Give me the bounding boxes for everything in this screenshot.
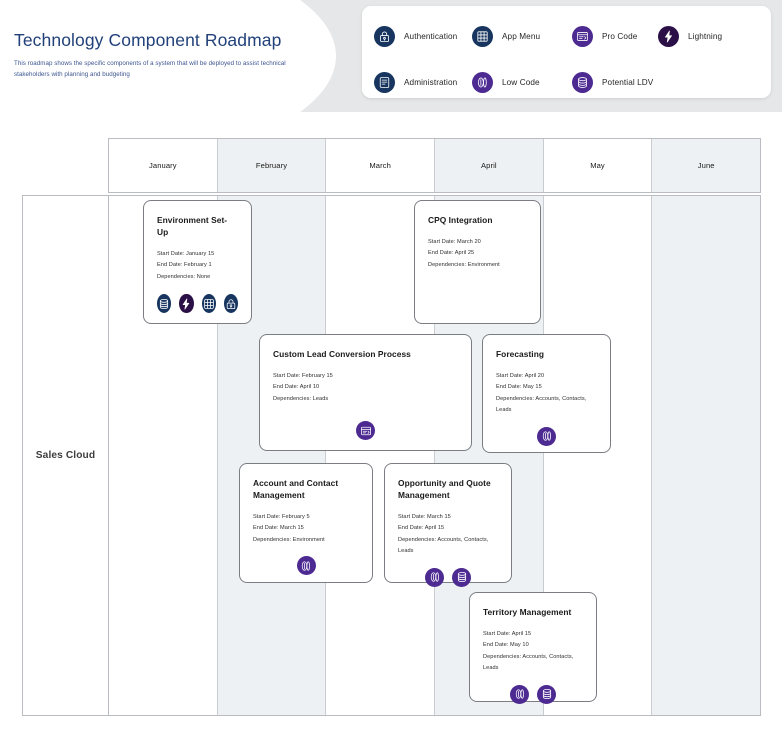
month-header-march: March: [326, 139, 436, 192]
card-dependencies: Dependencies: Environment: [428, 261, 500, 268]
grid-icon: [472, 26, 493, 47]
card-dependencies: Dependencies: Accounts, Contacts, Leads: [483, 653, 574, 672]
card-dependencies: Dependencies: Accounts, Contacts, Leads: [496, 395, 587, 414]
lowcode-icon: [425, 567, 444, 587]
card-title: Account and Contact Management: [253, 478, 339, 500]
card-icon-row: [157, 284, 238, 313]
card-start-date: Start Date: April 20: [496, 372, 545, 379]
month-header-june: June: [652, 139, 761, 192]
legend-item-potential-ldv: Potential LDV: [572, 72, 658, 93]
legend-label: Authentication: [404, 32, 458, 41]
card-end-date: End Date: May 15: [496, 384, 542, 391]
card-start-date: Start Date: January 15: [157, 250, 215, 257]
lane-column-june: [652, 196, 761, 715]
card-dependencies: Dependencies: Accounts, Contacts, Leads: [398, 536, 489, 555]
timeline-body: Sales Cloud: [22, 195, 761, 716]
card-icon-row: [273, 411, 458, 440]
card-title: Opportunity and Quote Management: [398, 478, 491, 500]
ldv-icon: [572, 72, 593, 93]
card-end-date: End Date: February 1: [157, 262, 212, 269]
lock-icon: [223, 294, 238, 313]
bolt-icon: [658, 26, 679, 47]
card-end-date: End Date: May 10: [483, 642, 529, 649]
card-title: Custom Lead Conversion Process: [273, 349, 411, 359]
card-icon-row: [496, 417, 597, 446]
card-dependencies: Dependencies: None: [157, 273, 211, 280]
card-end-date: End Date: April 15: [398, 525, 445, 532]
card-icon-row: [428, 303, 527, 313]
legend-item-authentication: Authentication: [374, 26, 472, 47]
card-icon-row: [253, 546, 359, 576]
month-header-february: February: [217, 139, 327, 192]
ldv-icon: [452, 567, 471, 587]
lane-label-sales-cloud: Sales Cloud: [23, 196, 109, 715]
legend-item-administration: Administration: [374, 72, 472, 93]
card-icon-row: [398, 558, 498, 587]
lowcode-icon: [472, 72, 493, 93]
legend-label: Low Code: [502, 78, 540, 87]
card-title: Territory Management: [483, 607, 572, 617]
card-start-date: Start Date: March 20: [428, 238, 481, 245]
card-start-date: Start Date: February 15: [273, 372, 333, 379]
card-start-date: Start Date: March 15: [398, 513, 451, 520]
legend-label: Lightning: [688, 32, 723, 41]
ldv-icon: [537, 684, 556, 704]
lock-icon: [374, 26, 395, 47]
legend-row-2: Administration Low Code Potential LDV: [362, 66, 771, 99]
card-title: Environment Set-Up: [157, 215, 228, 237]
lowcode-icon: [296, 556, 316, 576]
legend-label: Potential LDV: [602, 78, 654, 87]
bolt-icon: [179, 294, 194, 313]
lowcode-icon: [537, 426, 556, 446]
legend-row-1: Authentication App Menu Pro Code Lightning: [362, 20, 771, 53]
title-block: Technology Component Roadmap This roadma…: [14, 30, 314, 80]
legend-label: App Menu: [502, 32, 541, 41]
card-start-date: Start Date: April 15: [483, 630, 532, 637]
month-header-january: January: [109, 139, 218, 192]
card-title: Forecasting: [496, 349, 545, 359]
legend-item-pro-code: Pro Code: [572, 26, 658, 47]
admin-icon: [374, 72, 395, 93]
legend-item-app-menu: App Menu: [472, 26, 572, 47]
legend-label: Administration: [404, 78, 458, 87]
legend-item-lightning: Lightning: [658, 26, 748, 47]
legend-item-low-code: Low Code: [472, 72, 572, 93]
procode-icon: [572, 26, 593, 47]
grid-icon: [201, 294, 216, 313]
ldv-icon: [157, 294, 172, 313]
page-title: Technology Component Roadmap: [14, 30, 282, 50]
month-header-april: April: [435, 139, 544, 192]
lowcode-icon: [510, 684, 529, 704]
card-start-date: Start Date: February 5: [253, 513, 310, 520]
card-icon-row: [483, 675, 583, 704]
card-end-date: End Date: April 10: [273, 384, 320, 391]
procode-icon: [356, 421, 375, 440]
card-title: CPQ Integration: [428, 215, 493, 225]
legend-label: Pro Code: [602, 32, 638, 41]
card-dependencies: Dependencies: Leads: [273, 395, 329, 402]
month-header-may: May: [543, 139, 653, 192]
card-dependencies: Dependencies: Environment: [253, 536, 325, 543]
card-end-date: End Date: April 25: [428, 250, 475, 257]
page-subtitle: This roadmap shows the specific componen…: [14, 60, 286, 78]
card-end-date: End Date: March 15: [253, 525, 304, 532]
